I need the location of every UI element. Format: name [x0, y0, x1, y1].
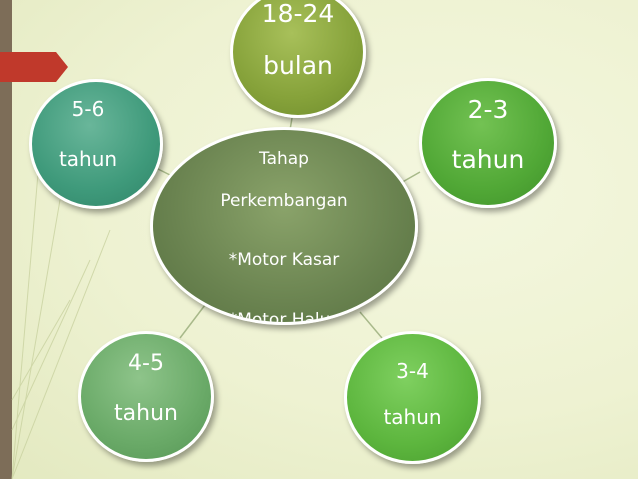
side-bar — [0, 0, 12, 479]
node-top-right-line1: 2-3 — [467, 95, 509, 124]
center-line2: Perkembangan — [220, 191, 348, 211]
node-5-6-tahun: 5-6 tahun — [29, 79, 163, 209]
node-top-right-line2: tahun — [451, 145, 525, 174]
node-18-24-bulan: 18-24 bulan — [230, 0, 366, 118]
node-2-3-tahun: 2-3 tahun — [419, 78, 557, 208]
node-top-left-line2: tahun — [58, 147, 118, 171]
center-line1: Tahap — [259, 149, 309, 169]
connector-bottom-left — [179, 304, 206, 339]
node-4-5-tahun: 4-5 tahun — [78, 331, 214, 462]
node-bottom-left-line2: tahun — [114, 401, 178, 426]
node-top-left-line1: 5-6 — [71, 97, 105, 121]
node-bottom-right-line2: tahun — [383, 405, 442, 429]
center-node-tahap-perkembangan: Tahap Perkembangan *Motor Kasar *Motor H… — [150, 127, 418, 325]
node-bottom-left-line1: 4-5 — [128, 351, 164, 376]
red-arrow-accent — [0, 52, 68, 82]
node-top-line2: bulan — [263, 51, 333, 80]
connector-bottom-right — [359, 311, 383, 339]
node-top-line1: 18-24 — [261, 0, 335, 28]
node-bottom-right-line1: 3-4 — [396, 359, 429, 383]
center-line4: *Motor Halus — [228, 310, 340, 325]
center-line3: *Motor Kasar — [228, 250, 340, 270]
node-3-4-tahun: 3-4 tahun — [344, 331, 481, 464]
